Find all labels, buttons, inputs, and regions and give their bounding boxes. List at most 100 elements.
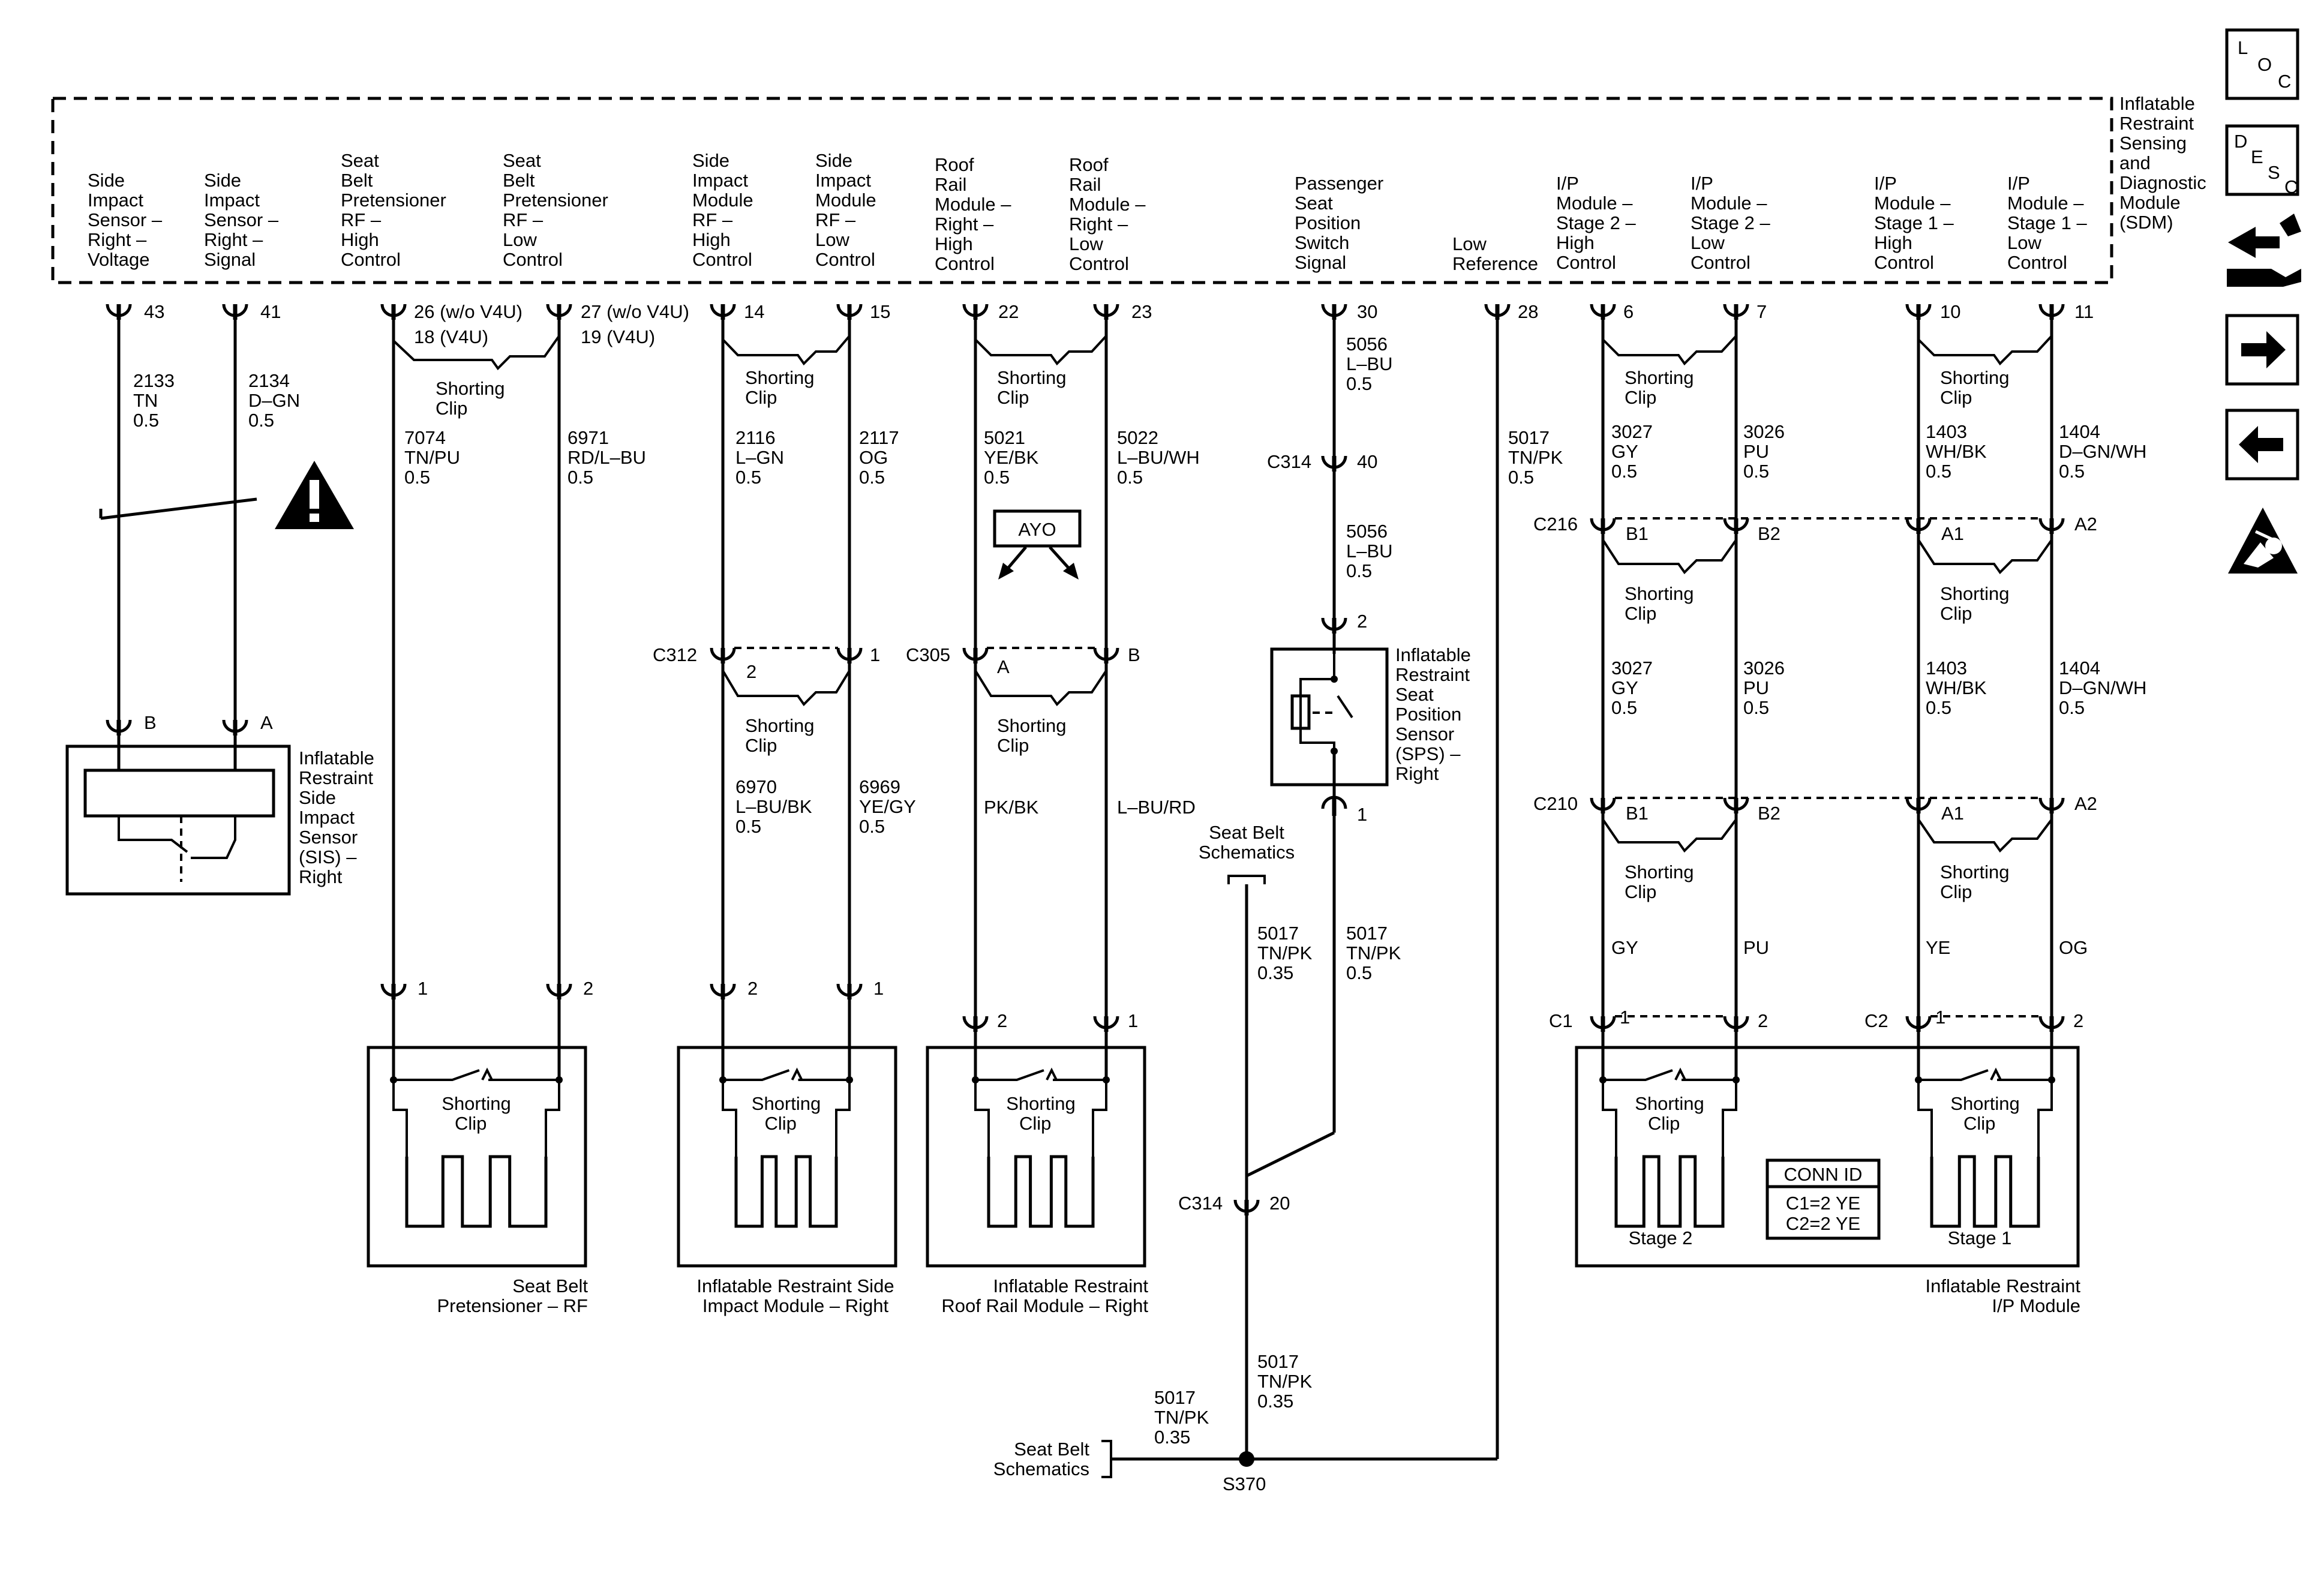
seat-belt-schematics-ref-1[interactable]: Seat Belt Schematics: [1199, 822, 1295, 884]
airbag-warning-icon[interactable]: [2228, 508, 2298, 574]
svg-text:Module –: Module –: [1691, 193, 1767, 214]
svg-text:A: A: [997, 656, 1010, 677]
svg-text:1: 1: [1357, 804, 1367, 825]
svg-text:0.5: 0.5: [1611, 697, 1637, 718]
connector-c210: C210 B1 B2 A1 A2: [1533, 793, 2097, 824]
ayo-option-box[interactable]: AYO: [993, 509, 1082, 580]
svg-text:Module: Module: [692, 190, 753, 211]
svg-text:0.5: 0.5: [1611, 461, 1637, 482]
svg-text:Module: Module: [2119, 192, 2181, 213]
svg-text:High: High: [935, 233, 973, 254]
svg-text:Seat Belt: Seat Belt: [512, 1275, 588, 1296]
svg-text:High: High: [1556, 232, 1595, 253]
svg-text:2: 2: [747, 978, 758, 999]
svg-text:D–GN: D–GN: [248, 390, 300, 411]
svg-text:C: C: [2278, 71, 2291, 92]
svg-text:Side: Side: [692, 150, 729, 171]
svg-text:High: High: [341, 229, 379, 250]
svg-text:Pretensioner: Pretensioner: [341, 190, 446, 211]
svg-text:Clip: Clip: [436, 398, 467, 419]
svg-text:CONN ID: CONN ID: [1784, 1164, 1863, 1185]
svg-text:26 (w/o V4U): 26 (w/o V4U): [414, 301, 523, 322]
svg-text:(SIS) –: (SIS) –: [299, 846, 357, 867]
svg-text:TN/PK: TN/PK: [1154, 1407, 1209, 1428]
svg-text:Right: Right: [1395, 763, 1439, 784]
svg-text:Impact: Impact: [299, 807, 355, 828]
svg-text:Seat: Seat: [503, 150, 541, 171]
svg-text:Stage 1 –: Stage 1 –: [1874, 212, 1954, 233]
svg-text:0.5: 0.5: [984, 467, 1010, 488]
seatbelt-component: [367, 998, 587, 1268]
svg-text:L–BU/RD: L–BU/RD: [1117, 797, 1196, 818]
svg-text:5017: 5017: [1346, 923, 1388, 944]
svg-text:C1: C1: [1549, 1010, 1573, 1031]
svg-text:RF –: RF –: [692, 209, 733, 230]
svg-text:1404: 1404: [2059, 421, 2100, 442]
svg-text:Inflatable Restraint: Inflatable Restraint: [1926, 1275, 2081, 1296]
svg-text:0.5: 0.5: [859, 816, 885, 837]
svg-text:0.5: 0.5: [1346, 962, 1372, 983]
svg-text:Reference: Reference: [1452, 253, 1538, 274]
svg-text:Low: Low: [1069, 233, 1103, 254]
svg-text:Schematics: Schematics: [1199, 842, 1295, 863]
nav-panel: L O C D E S C: [2225, 28, 2301, 574]
stage2-label: Stage 2: [1629, 1227, 1693, 1248]
svg-text:30: 30: [1357, 301, 1377, 322]
svg-text:C312: C312: [653, 644, 697, 665]
svg-text:2117: 2117: [859, 427, 899, 448]
svg-text:Sensor: Sensor: [1395, 724, 1454, 745]
svg-text:C314: C314: [1178, 1193, 1223, 1214]
svg-text:6971: 6971: [568, 427, 609, 448]
svg-text:C305: C305: [906, 644, 950, 665]
harness-route-icon[interactable]: [2227, 214, 2301, 287]
sps-label: InflatableRestraintSeatPositionSensor(SP…: [1395, 644, 1471, 784]
svg-text:Module: Module: [815, 190, 876, 211]
seat-belt-schematics-ref-2[interactable]: Seat Belt Schematics: [993, 1439, 1112, 1479]
desc-button[interactable]: D E S C: [2225, 124, 2299, 197]
svg-text:Shorting: Shorting: [1940, 861, 2009, 882]
svg-text:Seat Belt: Seat Belt: [1014, 1439, 1089, 1460]
svg-text:Rail: Rail: [935, 174, 966, 195]
svg-text:0.5: 0.5: [1346, 373, 1372, 394]
svg-text:Stage 2 –: Stage 2 –: [1556, 212, 1636, 233]
svg-text:High: High: [692, 229, 731, 250]
svg-text:41: 41: [260, 301, 281, 322]
svg-text:Pretensioner: Pretensioner: [503, 190, 608, 211]
svg-text:Impact: Impact: [692, 170, 748, 191]
svg-text:2116: 2116: [735, 427, 776, 448]
svg-text:Control: Control: [935, 253, 995, 274]
svg-text:Shorting: Shorting: [997, 715, 1066, 736]
next-arrow-icon[interactable]: [2225, 314, 2299, 386]
svg-text:Clip: Clip: [1625, 603, 1656, 624]
svg-text:TN/PK: TN/PK: [1508, 447, 1563, 468]
svg-text:1: 1: [418, 978, 428, 999]
svg-text:1404: 1404: [2059, 658, 2100, 679]
loc-button[interactable]: L O C: [2225, 28, 2299, 100]
back-arrow-icon[interactable]: [2225, 409, 2299, 481]
svg-text:2134: 2134: [248, 370, 290, 391]
svg-text:Control: Control: [815, 249, 875, 270]
side-module-component: [677, 998, 897, 1268]
svg-text:0.5: 0.5: [1117, 467, 1143, 488]
svg-text:Restraint: Restraint: [299, 767, 373, 788]
svg-text:Shorting: Shorting: [745, 367, 814, 388]
svg-text:B: B: [1128, 644, 1140, 665]
svg-text:Control: Control: [1874, 252, 1934, 273]
svg-text:Inflatable Restraint Side: Inflatable Restraint Side: [696, 1275, 894, 1296]
connector-c1-c2: C1 1 2 C2 1 2: [1549, 1007, 2083, 1032]
svg-text:I/P: I/P: [2007, 173, 2030, 194]
svg-text:GY: GY: [1611, 441, 1638, 462]
